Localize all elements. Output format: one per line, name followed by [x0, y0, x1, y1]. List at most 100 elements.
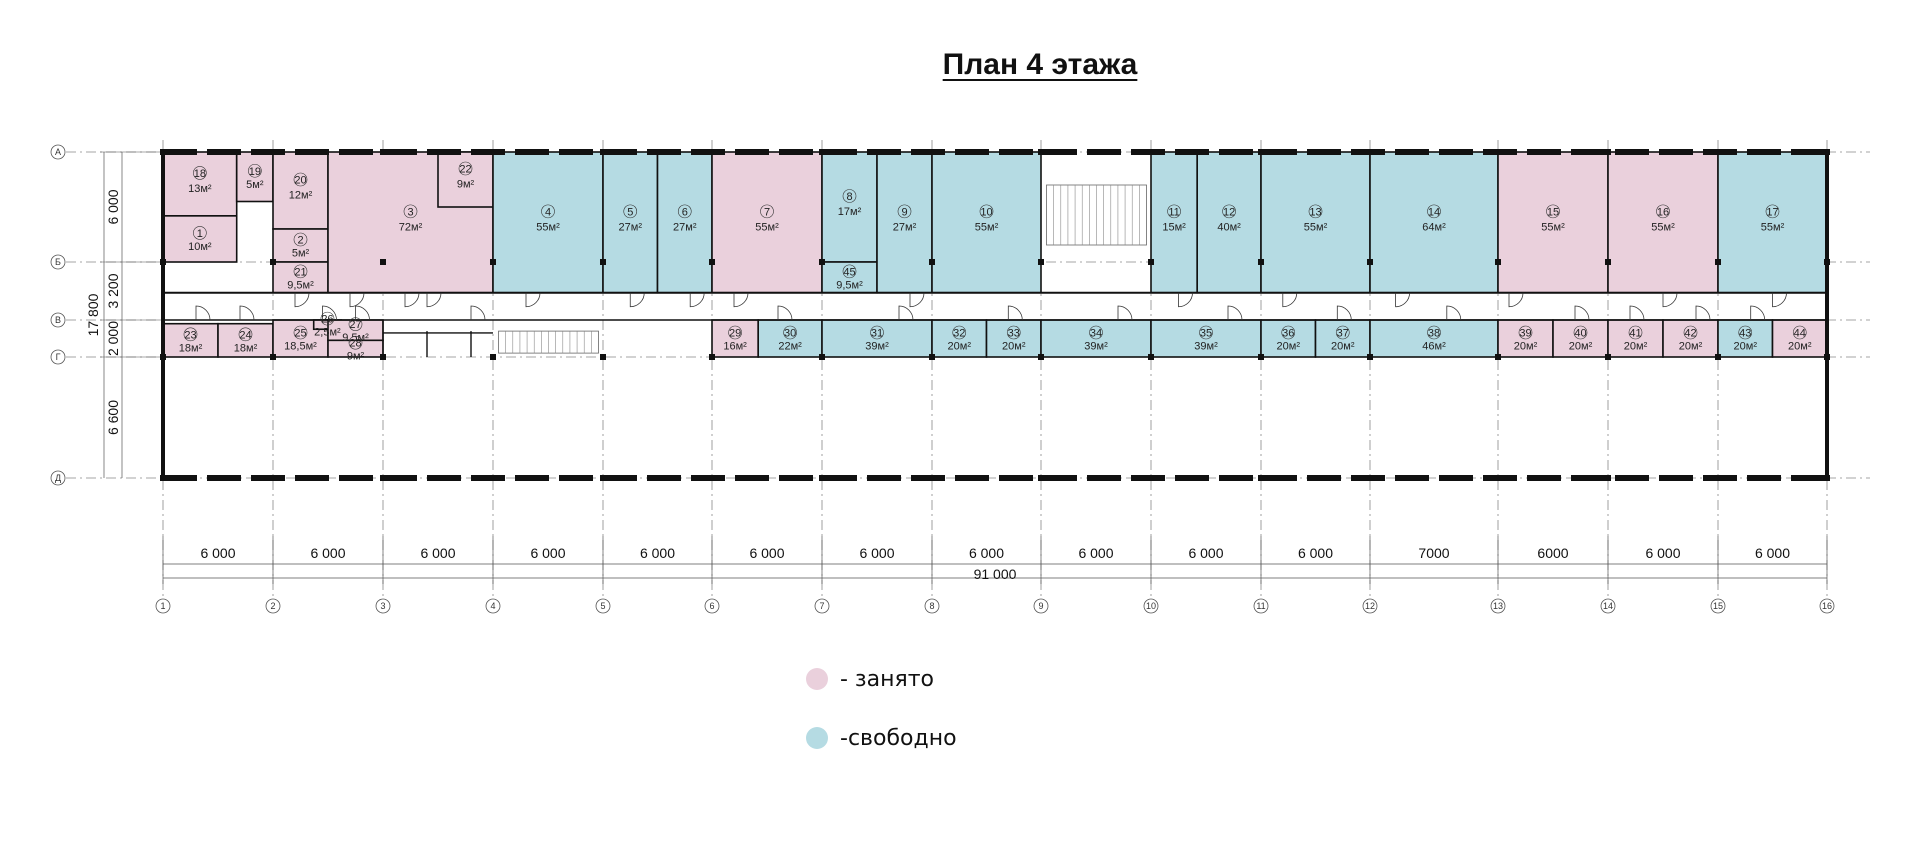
- span-dimension: 6 000: [1755, 545, 1790, 561]
- structural-column: [160, 475, 166, 481]
- room-number-marker: [952, 325, 967, 340]
- room-number: 15: [1547, 206, 1559, 218]
- structural-column: [270, 354, 276, 360]
- door: [355, 305, 370, 321]
- row-axis-label: А: [55, 147, 61, 157]
- room-area: 27м²: [673, 221, 697, 233]
- room-number-marker: [728, 325, 742, 340]
- door: [629, 292, 645, 308]
- structural-column: [1367, 259, 1373, 265]
- room-number: 30: [784, 328, 796, 340]
- room-area: 55м²: [1651, 221, 1675, 233]
- span-dimension: 6 000: [640, 545, 675, 561]
- door: [777, 305, 793, 321]
- structural-column: [1258, 149, 1264, 155]
- span-dimension: 6 000: [420, 545, 455, 561]
- room-area: 9м²: [347, 351, 365, 363]
- room-area: 20м²: [1679, 341, 1703, 353]
- structural-column: [160, 149, 166, 155]
- room-area: 12м²: [289, 190, 313, 202]
- room-number-marker: [1765, 204, 1780, 219]
- room-area: 15м²: [1162, 221, 1186, 233]
- column-axis-label: 10: [1146, 601, 1156, 611]
- column-axis-bubble: [1143, 598, 1159, 614]
- room-area: 13м²: [188, 183, 212, 195]
- room-number-marker: [541, 204, 555, 219]
- row-dimension: 6 000: [105, 189, 121, 224]
- room-number: 42: [1684, 328, 1696, 340]
- room-area: 20м²: [1002, 341, 1026, 353]
- span-dimension: 6 000: [200, 545, 235, 561]
- room-number: 19: [249, 166, 261, 178]
- room-number: 16: [1657, 206, 1669, 218]
- room-number: 36: [1282, 328, 1294, 340]
- column-axis-label: 13: [1493, 601, 1503, 611]
- room-area: 20м²: [948, 341, 972, 353]
- room-area: 5м²: [292, 248, 310, 260]
- room-area: 20м²: [1734, 341, 1758, 353]
- row-dimension: 3 200: [105, 273, 121, 308]
- room-number: 28: [349, 338, 361, 350]
- room-area: 55м²: [755, 221, 779, 233]
- column-axis-label: 6: [709, 601, 714, 611]
- room-number: 34: [1090, 328, 1102, 340]
- room-number: 26: [321, 314, 333, 326]
- structural-column: [819, 259, 825, 265]
- door: [1395, 292, 1410, 308]
- room-number: 1: [197, 228, 203, 240]
- room-15: [1497, 151, 1609, 294]
- column-axis-label: 12: [1365, 601, 1375, 611]
- structural-column: [600, 149, 606, 155]
- room-number-marker: [1308, 204, 1323, 219]
- structural-column: [270, 475, 276, 481]
- room-number-marker: [1222, 204, 1236, 219]
- structural-column: [1715, 475, 1721, 481]
- structural-column: [819, 149, 825, 155]
- room-area: 18м²: [179, 342, 203, 354]
- structural-column: [1715, 149, 1721, 155]
- room-number-marker: [293, 172, 308, 187]
- structural-column: [1605, 149, 1611, 155]
- structural-column: [270, 149, 276, 155]
- structural-column: [1148, 259, 1154, 265]
- room-number-marker: [1427, 204, 1441, 219]
- room-number: 12: [1223, 206, 1235, 218]
- door: [470, 305, 486, 321]
- total-depth-dimension: 17 800: [85, 293, 101, 336]
- structural-column: [709, 149, 715, 155]
- room-area: 27м²: [893, 221, 917, 233]
- room-number-marker: [1546, 204, 1560, 219]
- room-number-marker: [870, 325, 884, 340]
- structural-column: [1605, 475, 1611, 481]
- room-number-marker: [1628, 325, 1643, 340]
- room-12: [1196, 151, 1262, 294]
- room-area: 9,5м²: [287, 279, 314, 291]
- room-number: 43: [1739, 328, 1751, 340]
- span-dimension: 6 000: [749, 545, 784, 561]
- room-area: 20м²: [1624, 341, 1648, 353]
- structural-column: [1605, 259, 1611, 265]
- structural-column: [1148, 475, 1154, 481]
- row-dimension: 6 600: [105, 400, 121, 435]
- room-number-marker: [293, 232, 308, 247]
- structural-column: [929, 354, 935, 360]
- row-axis-label: Б: [55, 257, 61, 267]
- row-axis-bubble: [50, 470, 66, 486]
- structural-column: [1715, 259, 1721, 265]
- structural-column: [1715, 354, 1721, 360]
- legend-item-occupied: - занято: [806, 665, 957, 693]
- column-axis-label: 1: [160, 601, 165, 611]
- room-number: 3: [407, 206, 413, 218]
- room-number-marker: [1738, 325, 1753, 340]
- structural-column: [929, 475, 935, 481]
- door: [689, 292, 705, 308]
- room-8: [821, 151, 878, 263]
- room-number: 25: [294, 328, 306, 340]
- room-number-marker: [248, 163, 262, 178]
- door: [195, 305, 211, 321]
- structural-column: [1367, 149, 1373, 155]
- rooms-layer: [162, 151, 1828, 358]
- structural-column: [1824, 259, 1830, 265]
- structural-column: [819, 475, 825, 481]
- room-area: 18м²: [234, 342, 258, 354]
